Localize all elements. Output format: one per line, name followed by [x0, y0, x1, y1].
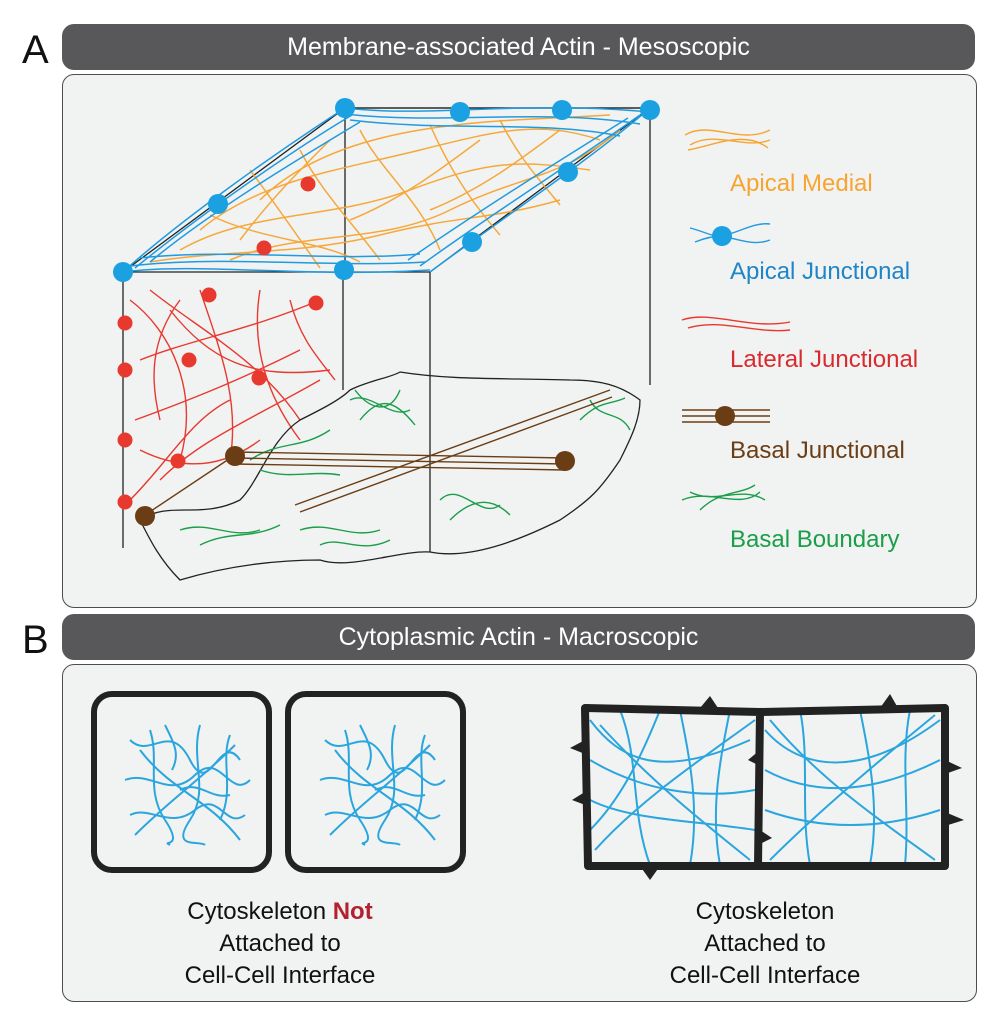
lateral-junction-dots: [117, 176, 324, 510]
legend-icon-apical-junctional: [689, 223, 771, 246]
caption-not-attached: Cytoskeleton Not Attached to Cell-Cell I…: [120, 896, 440, 992]
legend-label-basal-boundary: Basal Boundary: [730, 526, 900, 553]
caption-not-attached-line2: Attached to: [219, 930, 341, 957]
apical-junctional-filaments: [122, 106, 651, 274]
not-emphasis: Not: [332, 898, 373, 925]
cytoplasmic-network-left: [124, 724, 251, 846]
cytoplasmic-network-right: [319, 724, 446, 846]
unattached-cell-right: [285, 691, 466, 873]
basal-boundary-outline: [139, 371, 641, 581]
legend-icon-basal-junctional: [682, 406, 770, 426]
panel-b-title-banner: Cytoplasmic Actin - Macroscopic: [62, 614, 975, 660]
panel-a-title-banner: Membrane-associated Actin - Mesoscopic: [62, 24, 975, 70]
basal-junctional-fibers: [144, 389, 613, 516]
caption-attached-line1: Cytoskeleton: [695, 898, 835, 925]
unattached-cell-left: [91, 691, 272, 873]
lateral-junctional-filaments: [129, 289, 336, 501]
legend-icon-basal-boundary: [681, 484, 766, 511]
legend-icon-apical-medial: [684, 129, 771, 151]
panel-a-letter: A: [22, 28, 49, 72]
attached-network-left: [589, 709, 756, 866]
legend-label-basal-junctional: Basal Junctional: [730, 437, 905, 464]
caption-not-attached-line3: Cell-Cell Interface: [184, 962, 376, 989]
caption-not-attached-line1: Cytoskeleton Not: [187, 898, 373, 925]
apical-junction-dots: [113, 98, 660, 282]
panel-a-box: [62, 74, 977, 608]
panel-b-letter: B: [22, 618, 49, 662]
caption-attached: Cytoskeleton Attached to Cell-Cell Inter…: [605, 896, 925, 992]
attachment-spikes: [570, 694, 964, 880]
apical-medial-filaments: [149, 114, 621, 269]
attached-network-right: [764, 709, 941, 866]
legend-label-lateral-junctional: Lateral Junctional: [730, 346, 919, 373]
legend-icon-lateral-junctional: [681, 316, 791, 332]
legend-label-apical-medial: Apical Medial: [730, 170, 873, 197]
caption-attached-line3: Cell-Cell Interface: [669, 962, 861, 989]
legend-label-apical-junctional: Apical Junctional: [730, 258, 911, 285]
basal-junction-dots: [135, 446, 575, 526]
caption-attached-line2: Attached to: [704, 930, 826, 957]
attached-cells: [570, 694, 964, 880]
